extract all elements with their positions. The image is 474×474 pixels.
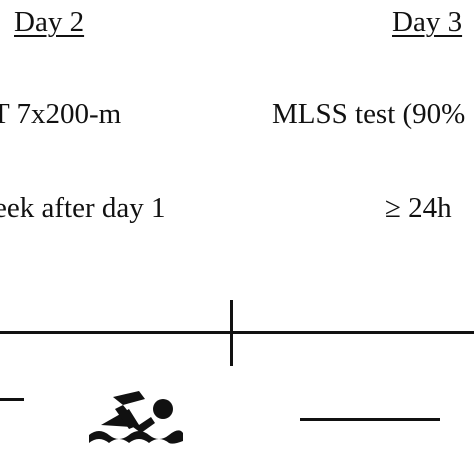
day-3-bar <box>300 418 440 421</box>
day-3-title: Day 3 <box>392 6 463 38</box>
swimmer-icon <box>83 385 183 451</box>
day-2-title: Day 2 <box>14 6 85 38</box>
day-3-test-label: MLSS test (90% <box>272 98 466 130</box>
day-2-test-label: T 7x200-m <box>0 98 122 130</box>
day-2-bar-left <box>0 398 24 401</box>
day-3-timing-label: ≥ 24h <box>385 192 452 224</box>
timeline-divider-tick <box>230 300 233 366</box>
day-2-timing-label: eek after day 1 <box>0 192 166 224</box>
timeline-axis <box>0 331 474 334</box>
